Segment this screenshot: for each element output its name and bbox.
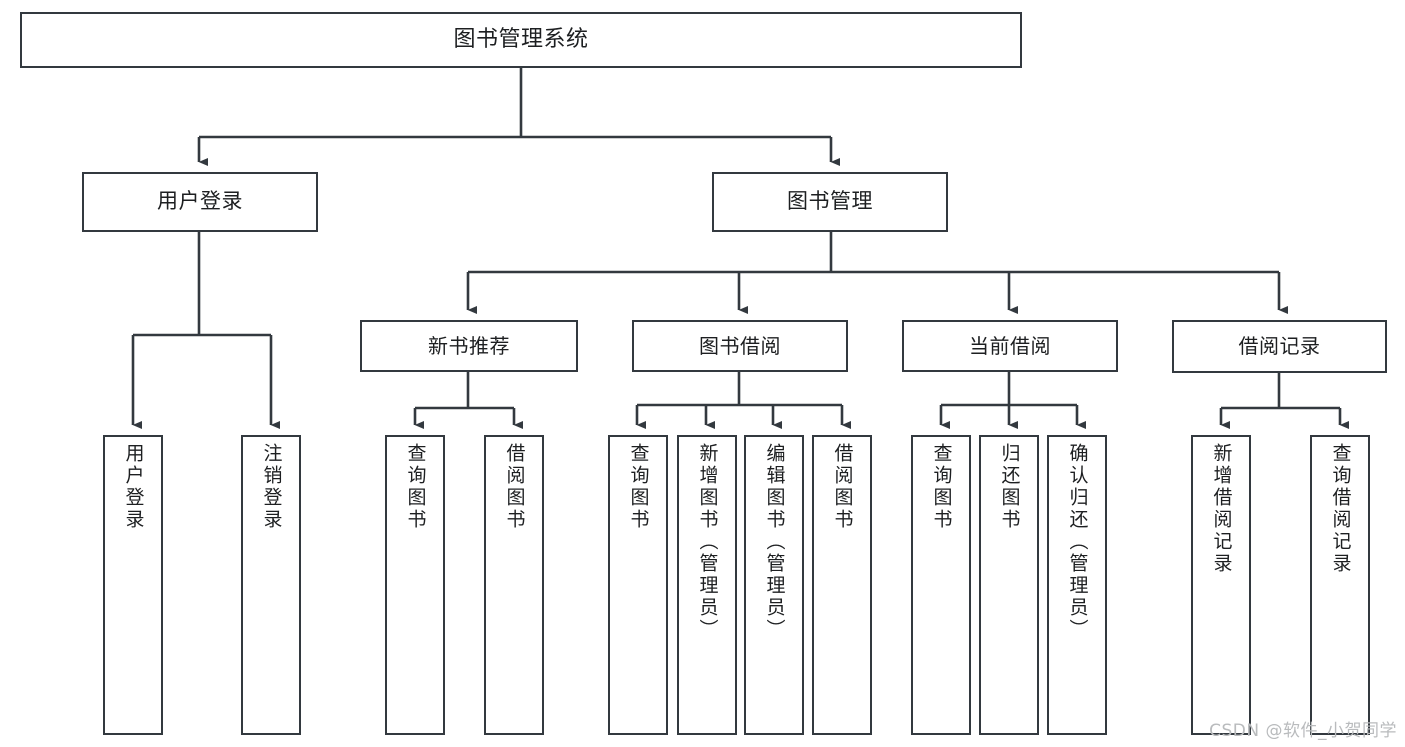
node-root-label: 图书管理系统 [453,26,589,52]
node-user-login-label: 用户登录 [157,189,243,214]
leaf-recommend-borrow-book-label: 借阅图书 [503,443,526,531]
node-book-manage-label: 图书管理 [787,189,873,214]
leaf-current-confirm-return-admin-label: 确认归还（管理员） [1066,443,1089,641]
leaf-borrow-do-borrow[interactable]: 借阅图书 [812,435,872,735]
node-root[interactable]: 图书管理系统 [20,12,1022,68]
leaf-borrow-add-book-admin-label: 新增图书（管理员） [696,443,719,641]
node-user-login[interactable]: 用户登录 [82,172,318,232]
leaf-current-query-book-label: 查询图书 [930,443,953,531]
leaf-recommend-borrow-book[interactable]: 借阅图书 [484,435,544,735]
node-borrow-record[interactable]: 借阅记录 [1172,320,1387,373]
leaf-borrow-do-borrow-label: 借阅图书 [831,443,854,531]
leaf-record-query-record-label: 查询借阅记录 [1329,443,1352,575]
leaf-borrow-query-book[interactable]: 查询图书 [608,435,668,735]
leaf-record-query-record[interactable]: 查询借阅记录 [1310,435,1370,735]
leaf-record-add-record-label: 新增借阅记录 [1210,443,1233,575]
node-new-book-recommend-label: 新书推荐 [428,333,510,358]
node-book-borrow[interactable]: 图书借阅 [632,320,848,372]
leaf-borrow-edit-book-admin[interactable]: 编辑图书（管理员） [744,435,804,735]
leaf-borrow-query-book-label: 查询图书 [627,443,650,531]
leaf-user-logout[interactable]: 注销登录 [241,435,301,735]
leaf-user-login[interactable]: 用户登录 [103,435,163,735]
node-borrow-record-label: 借阅记录 [1238,334,1321,359]
node-current-borrow-label: 当前借阅 [969,333,1051,358]
node-new-book-recommend[interactable]: 新书推荐 [360,320,578,372]
leaf-recommend-query-book-label: 查询图书 [404,443,427,531]
node-current-borrow[interactable]: 当前借阅 [902,320,1118,372]
leaf-user-login-label: 用户登录 [122,443,145,531]
leaf-current-query-book[interactable]: 查询图书 [911,435,971,735]
leaf-record-add-record[interactable]: 新增借阅记录 [1191,435,1251,735]
leaf-current-return-book[interactable]: 归还图书 [979,435,1039,735]
leaf-current-return-book-label: 归还图书 [998,443,1021,531]
node-book-manage[interactable]: 图书管理 [712,172,948,232]
leaf-current-confirm-return-admin[interactable]: 确认归还（管理员） [1047,435,1107,735]
leaf-borrow-add-book-admin[interactable]: 新增图书（管理员） [677,435,737,735]
leaf-borrow-edit-book-admin-label: 编辑图书（管理员） [763,443,786,641]
leaf-user-logout-label: 注销登录 [260,443,283,531]
leaf-recommend-query-book[interactable]: 查询图书 [385,435,445,735]
node-book-borrow-label: 图书借阅 [699,333,781,358]
